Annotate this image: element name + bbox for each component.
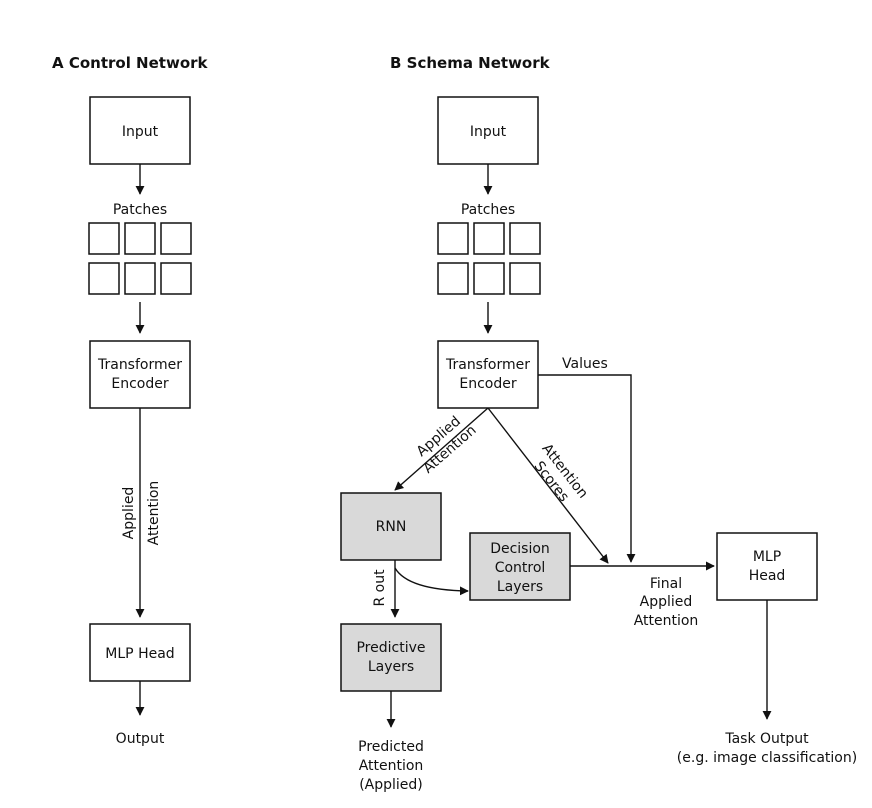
panel-b-predicted-label-2: Attention: [359, 758, 424, 774]
patch: [437, 222, 469, 255]
panel-b-attention-scores-label: Attention Scores: [531, 441, 591, 505]
panel-a-encoder-label-1: Transformer: [97, 357, 182, 373]
patch: [473, 262, 505, 295]
panel-b-encoder-box: [437, 340, 539, 409]
panel-b-task-output-label: Task Output: [724, 731, 809, 747]
panel-b-mlp-head-box: [716, 532, 818, 601]
patch: [124, 222, 156, 255]
panel-b-values-arrow: [538, 374, 636, 563]
panel-b-decision-box: [469, 532, 571, 601]
panel-a-input-box: [89, 96, 191, 165]
panel-b-rnn-box: [340, 492, 442, 561]
panel-b-predictive-label-2: Layers: [368, 659, 414, 675]
panel-b-encoder-label-2: Encoder: [459, 376, 516, 392]
panel-a-title: A Control Network: [52, 54, 209, 72]
panel-b-final-attention-label: Attention: [634, 613, 699, 629]
panel-b-final-applied-label: Applied: [640, 594, 693, 610]
panel-b-head-label: Head: [749, 568, 786, 584]
panel-b-decision-label-1: Decision: [490, 541, 550, 557]
patch: [509, 262, 541, 295]
panel-b-r-out-label: R out: [372, 569, 388, 607]
panel-b-patch-grid: [437, 222, 541, 295]
panel-b-attention-scores-arrow: [487, 407, 609, 564]
panel-b-r-out-wrap: R out: [372, 569, 388, 607]
panel-b-applied-attention-label: Applied Attention: [414, 413, 480, 476]
panel-a-attention-label: Attention: [146, 481, 162, 546]
patch: [88, 222, 120, 255]
panel-a-mlp-head-label: MLP Head: [105, 646, 174, 662]
patch: [124, 262, 156, 295]
panel-b-task-output-example-label: (e.g. image classification): [677, 750, 857, 766]
patch: [473, 222, 505, 255]
patch: [160, 222, 192, 255]
panel-b-rnn-label: RNN: [376, 519, 407, 535]
panel-b-predicted-label-1: Predicted: [358, 739, 424, 755]
panel-a-input-label: Input: [122, 124, 159, 140]
panel-a-patch-grid: [88, 222, 192, 295]
panel-b-predictive-label-1: Predictive: [356, 640, 425, 656]
panel-a-applied-attention-label: Applied Attention: [121, 481, 162, 546]
panel-b-decision-label-3: Layers: [497, 579, 543, 595]
patch: [437, 262, 469, 295]
patch: [509, 222, 541, 255]
panel-b-arrow-rnn-decision: [394, 567, 469, 596]
panel-b-values-label: Values: [562, 356, 608, 372]
panel-b-predictive-box: [340, 623, 442, 692]
panel-a-patches-label: Patches: [113, 202, 167, 218]
panel-b-patches-label: Patches: [461, 202, 515, 218]
panel-a-encoder-label-2: Encoder: [111, 376, 168, 392]
patch: [160, 262, 192, 295]
panel-b-input-box: [437, 96, 539, 165]
panel-b-arrow-encoder-rnn: [394, 407, 489, 491]
panel-b-predicted-label-3: (Applied): [359, 777, 423, 793]
panel-b-final-label: Final: [650, 576, 682, 592]
panel-a-applied-label: Applied: [121, 487, 137, 540]
panel-b-decision-label-2: Control: [495, 560, 546, 576]
panel-b-title: B Schema Network: [390, 54, 551, 72]
panel-a-mlp-head-box: [89, 623, 191, 682]
panel-b-encoder-label-1: Transformer: [445, 357, 530, 373]
panel-a-encoder-box: [89, 340, 191, 409]
panel-b-input-label: Input: [470, 124, 507, 140]
patch: [88, 262, 120, 295]
panel-b-mlp-label: MLP: [753, 549, 781, 565]
panel-a-output-label: Output: [116, 731, 165, 747]
